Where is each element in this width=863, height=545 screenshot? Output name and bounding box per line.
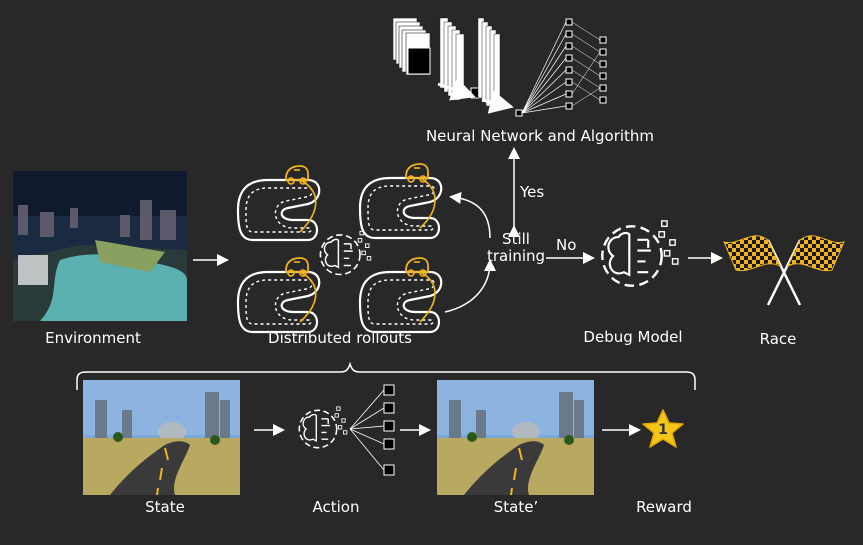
curly-brace-icon [76, 361, 696, 390]
rollout-track-3 [236, 257, 321, 334]
rollout-track-4 [358, 257, 443, 334]
no-label: No [556, 236, 577, 254]
debug-model-icon [601, 219, 680, 287]
race-label: Race [759, 330, 797, 348]
brain-gear-icon [319, 230, 372, 276]
checkered-flag-icon [723, 235, 845, 306]
rollout-track-1 [236, 165, 321, 242]
reward-label: Reward [636, 498, 692, 516]
reward-value: 1 [658, 422, 668, 438]
action-label: Action [312, 498, 360, 516]
distributed-rollouts-label: Distributed rollouts [268, 329, 412, 347]
neural-network-icon [392, 17, 607, 117]
yes-label: Yes [520, 183, 545, 201]
neural-network-label: Neural Network and Algorithm [425, 127, 655, 145]
environment-label: Environment [45, 329, 141, 347]
state-prime-image [437, 380, 594, 496]
state-prime-label: State’ [493, 498, 539, 516]
state-label: State [145, 498, 185, 516]
still-training-label: Still training [486, 230, 546, 265]
debug-model-label: Debug Model [583, 328, 683, 346]
rollout-track-2 [358, 163, 443, 240]
state-image [83, 380, 240, 496]
action-icon [298, 384, 395, 476]
star-icon [642, 409, 684, 448]
environment-image [13, 171, 187, 321]
